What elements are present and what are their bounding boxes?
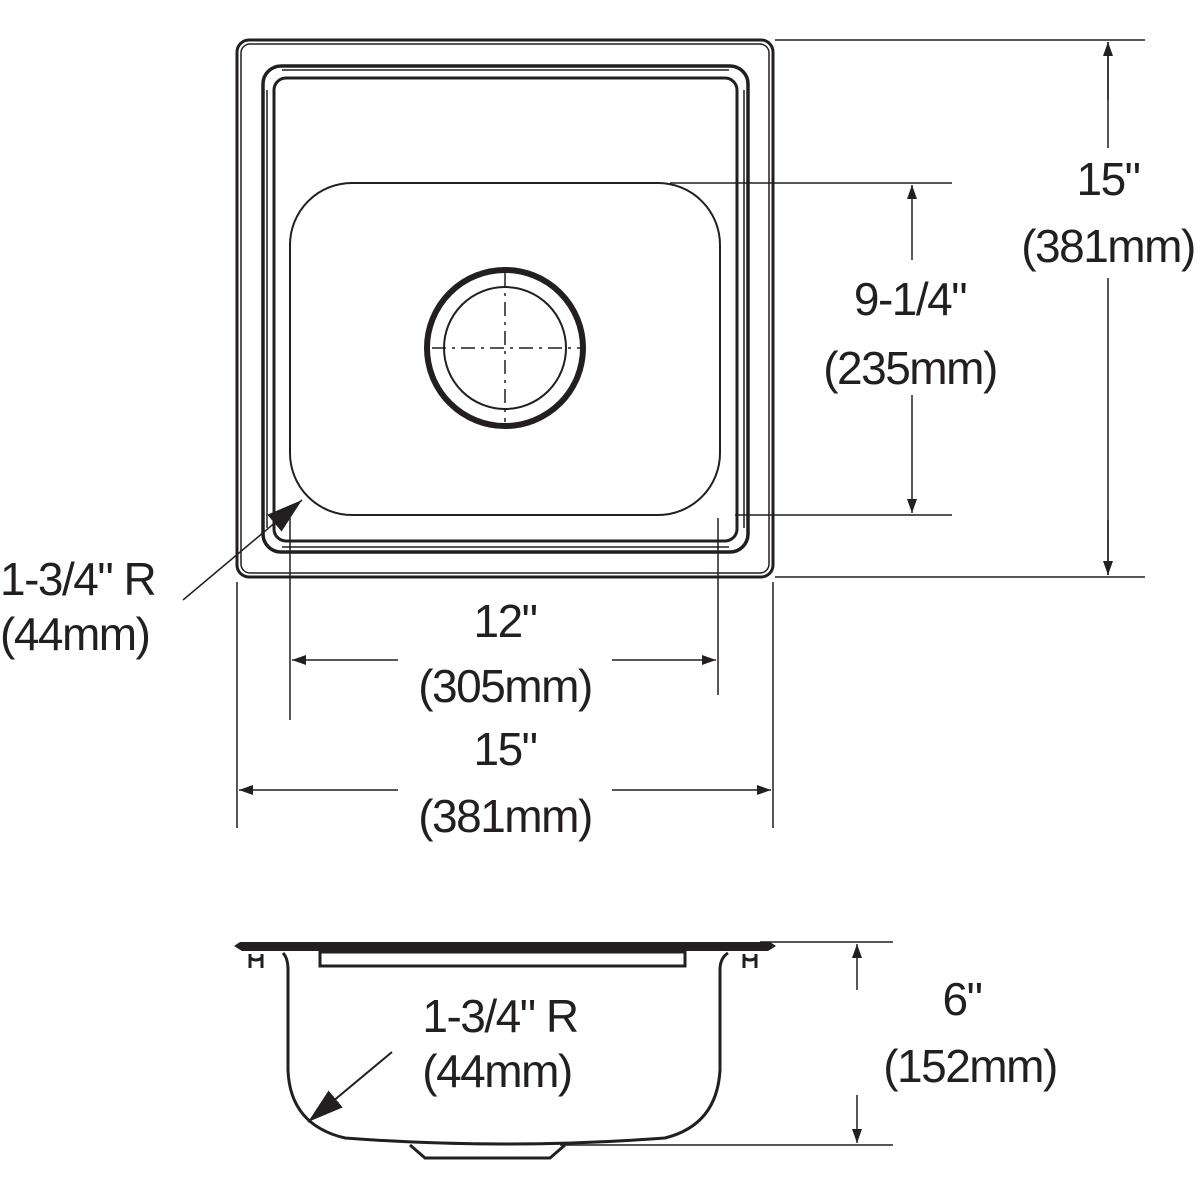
top-view — [235, 38, 775, 579]
overall-height-metric: (381mm) — [1021, 220, 1195, 272]
outer-flange — [235, 38, 775, 579]
depth-imperial: 6" — [943, 973, 982, 1025]
bowl-outline — [289, 182, 721, 516]
mounting-clip-left — [248, 954, 264, 968]
bowl-length-imperial: 9-1/4" — [854, 273, 966, 325]
dimension-overall-height: 15" (381mm) — [775, 39, 1196, 578]
callout-side-corner-radius: 1-3/4" R (44mm) — [307, 990, 579, 1123]
drain-outer — [424, 267, 586, 429]
outer-flange-inner-edge — [240, 43, 770, 574]
depth-metric: (152mm) — [883, 1040, 1057, 1092]
dimension-depth: 6" (152mm) — [560, 941, 1058, 1146]
rim-outer — [261, 64, 750, 554]
side-bowl-outline — [281, 951, 729, 1146]
bowl-length-metric: (235mm) — [823, 342, 997, 394]
rim-mid-line — [266, 69, 745, 548]
top-radius-imperial: 1-3/4" R — [0, 553, 155, 605]
dimension-bowl-width: 12" (305mm) — [289, 518, 719, 720]
mounting-clip-right — [742, 954, 758, 968]
side-radius-metric: (44mm) — [422, 1045, 571, 1097]
bowl-width-imperial: 12" — [474, 595, 537, 647]
overall-width-metric: (381mm) — [418, 790, 592, 842]
callout-top-corner-radius: 1-3/4" R (44mm) — [0, 499, 303, 660]
side-view — [234, 942, 776, 1160]
bowl-width-metric: (305mm) — [418, 660, 592, 712]
overall-width-imperial: 15" — [474, 723, 537, 775]
rim-inner — [272, 76, 739, 543]
side-drain — [409, 1143, 566, 1160]
drain-centerline — [432, 273, 580, 422]
side-rim-strip — [318, 950, 687, 968]
overall-height-imperial: 15" — [1077, 153, 1140, 205]
side-radius-imperial: 1-3/4" R — [422, 990, 577, 1042]
dimension-bowl-length: 9-1/4" (235mm) — [670, 182, 998, 516]
side-flange — [234, 942, 776, 951]
top-radius-metric: (44mm) — [0, 608, 149, 660]
dimension-overall-width: 15" (381mm) — [236, 582, 774, 842]
